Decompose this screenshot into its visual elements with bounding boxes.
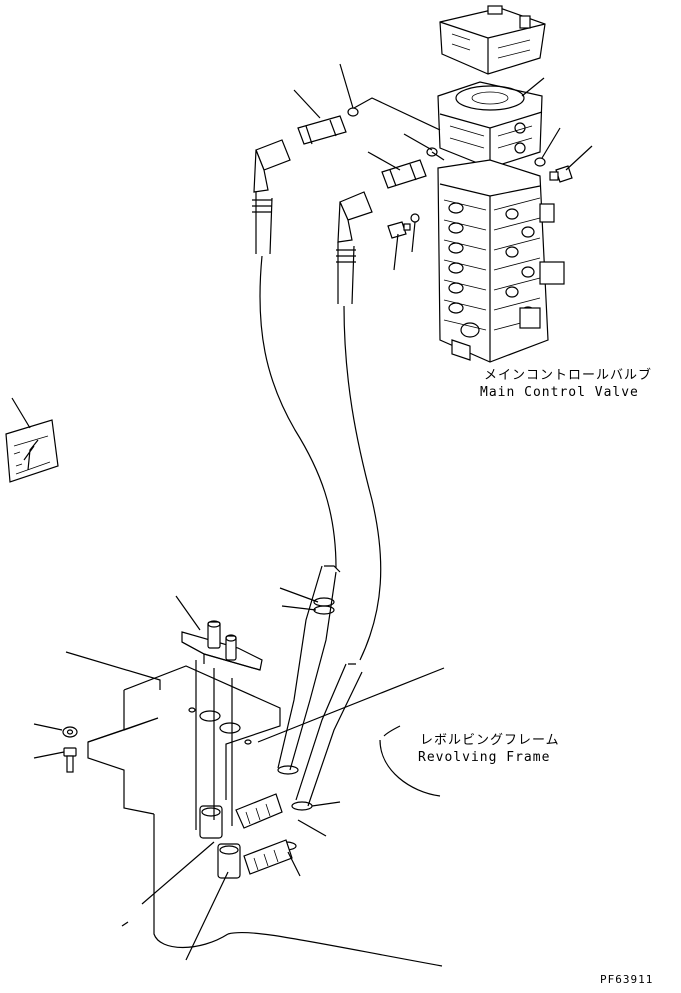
o-ring-set[interactable] (347, 107, 546, 223)
main-control-valve-label-jp: メインコントロールバルブ (484, 368, 653, 383)
adapter-upper[interactable] (297, 115, 347, 145)
revolving-frame-label-en: Revolving Frame (418, 750, 551, 765)
main-control-valve-label-en: Main Control Valve (480, 385, 639, 400)
main-control-valve[interactable] (437, 5, 565, 363)
leader-lines (11, 63, 593, 961)
caution-plate[interactable] (5, 419, 59, 483)
washer[interactable] (62, 726, 78, 738)
hose-elbow-upper[interactable] (252, 139, 291, 213)
hose-fitting-lower[interactable] (217, 839, 293, 879)
hose-a[interactable] (255, 192, 341, 771)
hose-elbow-lower[interactable] (336, 191, 373, 263)
mount-block[interactable] (87, 665, 443, 967)
revolving-frame-outline (379, 725, 441, 797)
hose-clamp-lower[interactable] (275, 765, 313, 851)
hose-b[interactable] (295, 242, 382, 807)
adapter-lower[interactable] (381, 159, 427, 189)
connector-bracket[interactable] (181, 620, 263, 830)
revolving-frame-label-jp: レボルビングフレーム (420, 733, 560, 748)
hose-fitting-upper[interactable] (199, 793, 283, 839)
valve-plug-left[interactable] (387, 221, 411, 239)
drawing-code: PF63911 (600, 973, 654, 986)
bolt[interactable] (63, 747, 77, 773)
valve-plug-right[interactable] (549, 165, 573, 183)
